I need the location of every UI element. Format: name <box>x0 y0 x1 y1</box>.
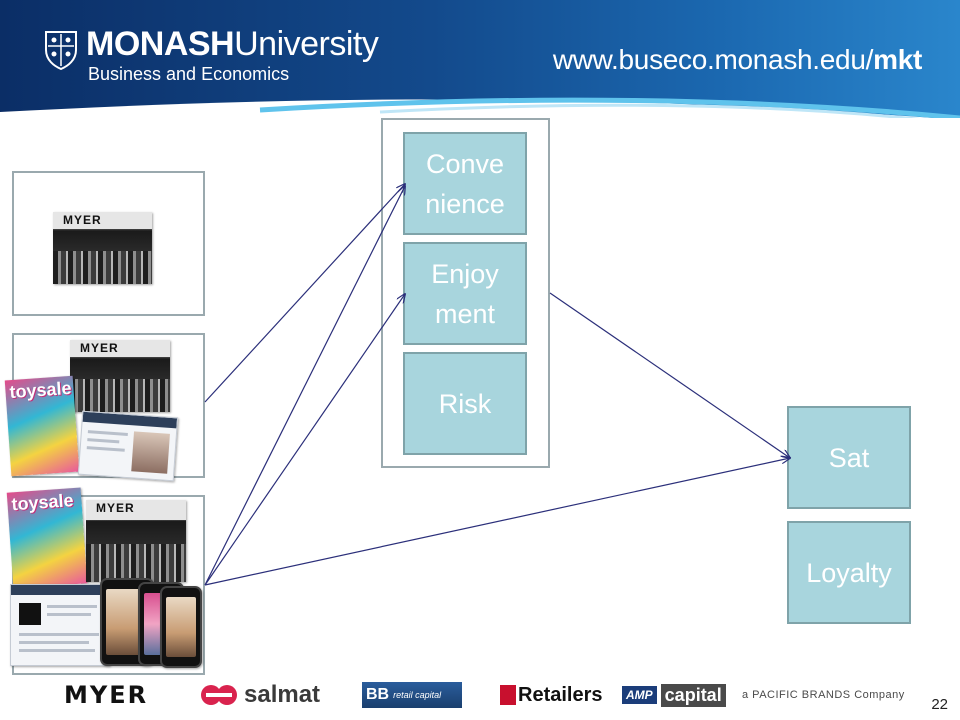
bb-logo-subtext: retail capital <box>393 690 442 700</box>
retailers-mark-icon <box>500 685 516 705</box>
smartphone-app-image <box>160 586 202 668</box>
risk-label: Risk <box>438 388 492 419</box>
header-banner: MONASHUniversity Business and Economics … <box>0 0 960 118</box>
header-swoosh <box>0 97 960 118</box>
loyalty-label: Loyalty <box>806 557 892 588</box>
arrow-multichannel-to-convenience <box>204 186 405 586</box>
convenience-label-line1: Conve <box>425 148 505 179</box>
university-logo-text: MONASHUniversity <box>86 25 379 63</box>
convenience-box: Conve nience <box>403 132 527 235</box>
store-sign: MYER <box>53 212 152 230</box>
website-url: www.buseco.monash.edu/mkt <box>552 44 922 75</box>
myer-website-image <box>10 584 110 666</box>
arrow-multichannel-to-satisfaction <box>204 458 790 586</box>
pacific-brands-logo: a PACIFIC BRANDS Company <box>742 689 905 701</box>
store-sign: MYER <box>86 500 186 520</box>
myer-storefront-image: MYER <box>70 340 170 412</box>
satisfaction-label: Sat <box>828 442 870 473</box>
arrow-store-web-to-convenience <box>204 184 405 403</box>
myer-storefront-image: MYER <box>53 212 152 284</box>
myer-storefront-image: MYER <box>86 500 186 582</box>
store-sign: MYER <box>70 340 170 358</box>
loyalty-box: Loyalty <box>787 521 911 624</box>
myer-logo: MYER <box>64 681 149 709</box>
retailers-logo-text: Retailers <box>518 683 603 706</box>
shoppers-crowd <box>86 544 186 582</box>
convenience-label-line2: nience <box>425 188 505 219</box>
satisfaction-box: Sat <box>787 406 911 509</box>
shoppers-crowd <box>53 250 152 284</box>
monash-crest-icon <box>45 31 77 70</box>
bb-logo-text: BB <box>366 686 390 703</box>
retailers-association-logo: Retailers <box>500 682 603 708</box>
arrow-multichannel-to-enjoyment <box>204 294 405 586</box>
salmat-mark-icon <box>201 685 237 705</box>
salmat-logo-text: salmat <box>244 681 321 708</box>
page-number: 22 <box>931 696 948 713</box>
shoppers-crowd <box>70 378 170 412</box>
enjoyment-label-line1: Enjoy <box>431 258 499 289</box>
faculty-name: Business and Economics <box>88 64 290 84</box>
amp-capital-text: capital <box>660 683 726 707</box>
enjoyment-label-line2: ment <box>434 298 495 329</box>
risk-box: Risk <box>403 352 527 455</box>
salmat-logo: salmat <box>200 681 321 708</box>
arrow-enjoyment-to-satisfaction <box>549 292 790 458</box>
amp-mark: AMP <box>622 686 657 704</box>
